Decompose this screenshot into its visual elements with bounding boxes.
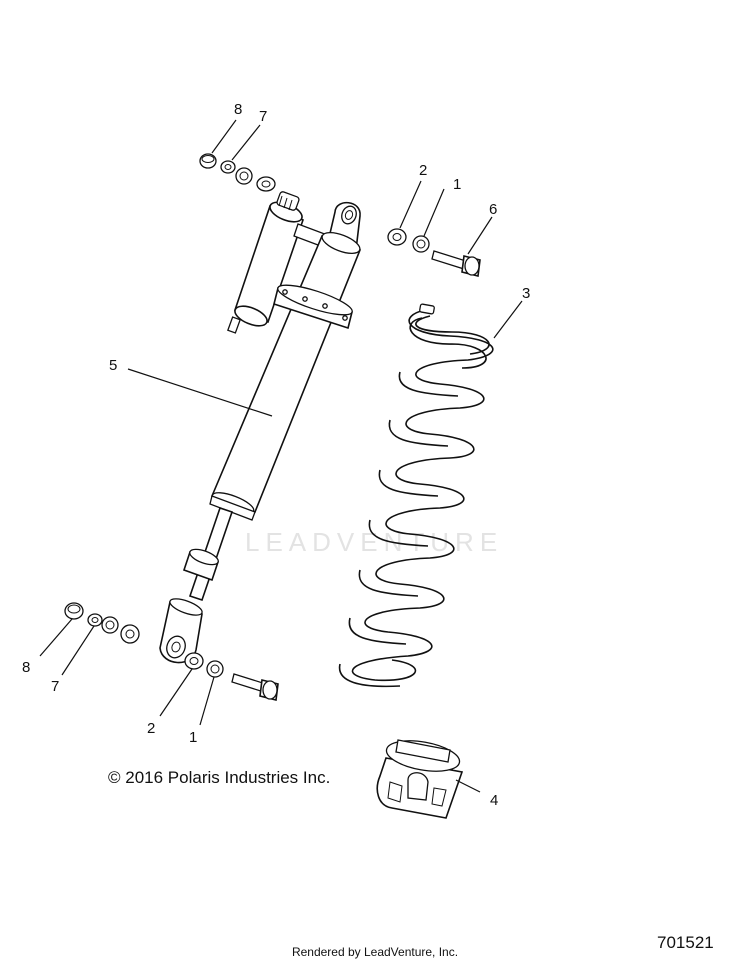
callout-4: 4 [490, 792, 498, 809]
callout-2-top: 2 [419, 162, 427, 179]
callout-1-top: 1 [453, 176, 461, 193]
callout-8-top: 8 [234, 101, 242, 118]
figure-number: 701521 [657, 933, 714, 952]
lower-eye-mount [159, 598, 203, 664]
callout-7-bottom: 7 [51, 678, 59, 695]
watermark: LEADVENTURE [245, 527, 503, 557]
shock-body [209, 231, 362, 521]
callout-7-top: 7 [259, 108, 267, 125]
leader-lines [39, 119, 523, 793]
top-left-hardware [199, 153, 276, 192]
callout-2-bottom: 2 [147, 720, 155, 737]
reservoir-canister [227, 191, 331, 334]
coil-spring [338, 303, 494, 688]
top-right-hardware [387, 228, 481, 277]
shock-shaft [182, 506, 234, 602]
callout-3: 3 [522, 285, 530, 302]
copyright-text: © 2016 Polaris Industries Inc. [108, 768, 330, 787]
callout-6: 6 [489, 201, 497, 218]
callout-5: 5 [109, 357, 117, 374]
footer-text: Rendered by LeadVenture, Inc. [291, 945, 459, 959]
bump-stop [376, 739, 464, 819]
callout-1-bottom: 1 [189, 729, 197, 746]
bottom-right-hardware [184, 652, 279, 701]
bottom-left-hardware [64, 602, 140, 644]
shock-absorber [159, 191, 362, 664]
callout-8-bottom: 8 [22, 659, 30, 676]
